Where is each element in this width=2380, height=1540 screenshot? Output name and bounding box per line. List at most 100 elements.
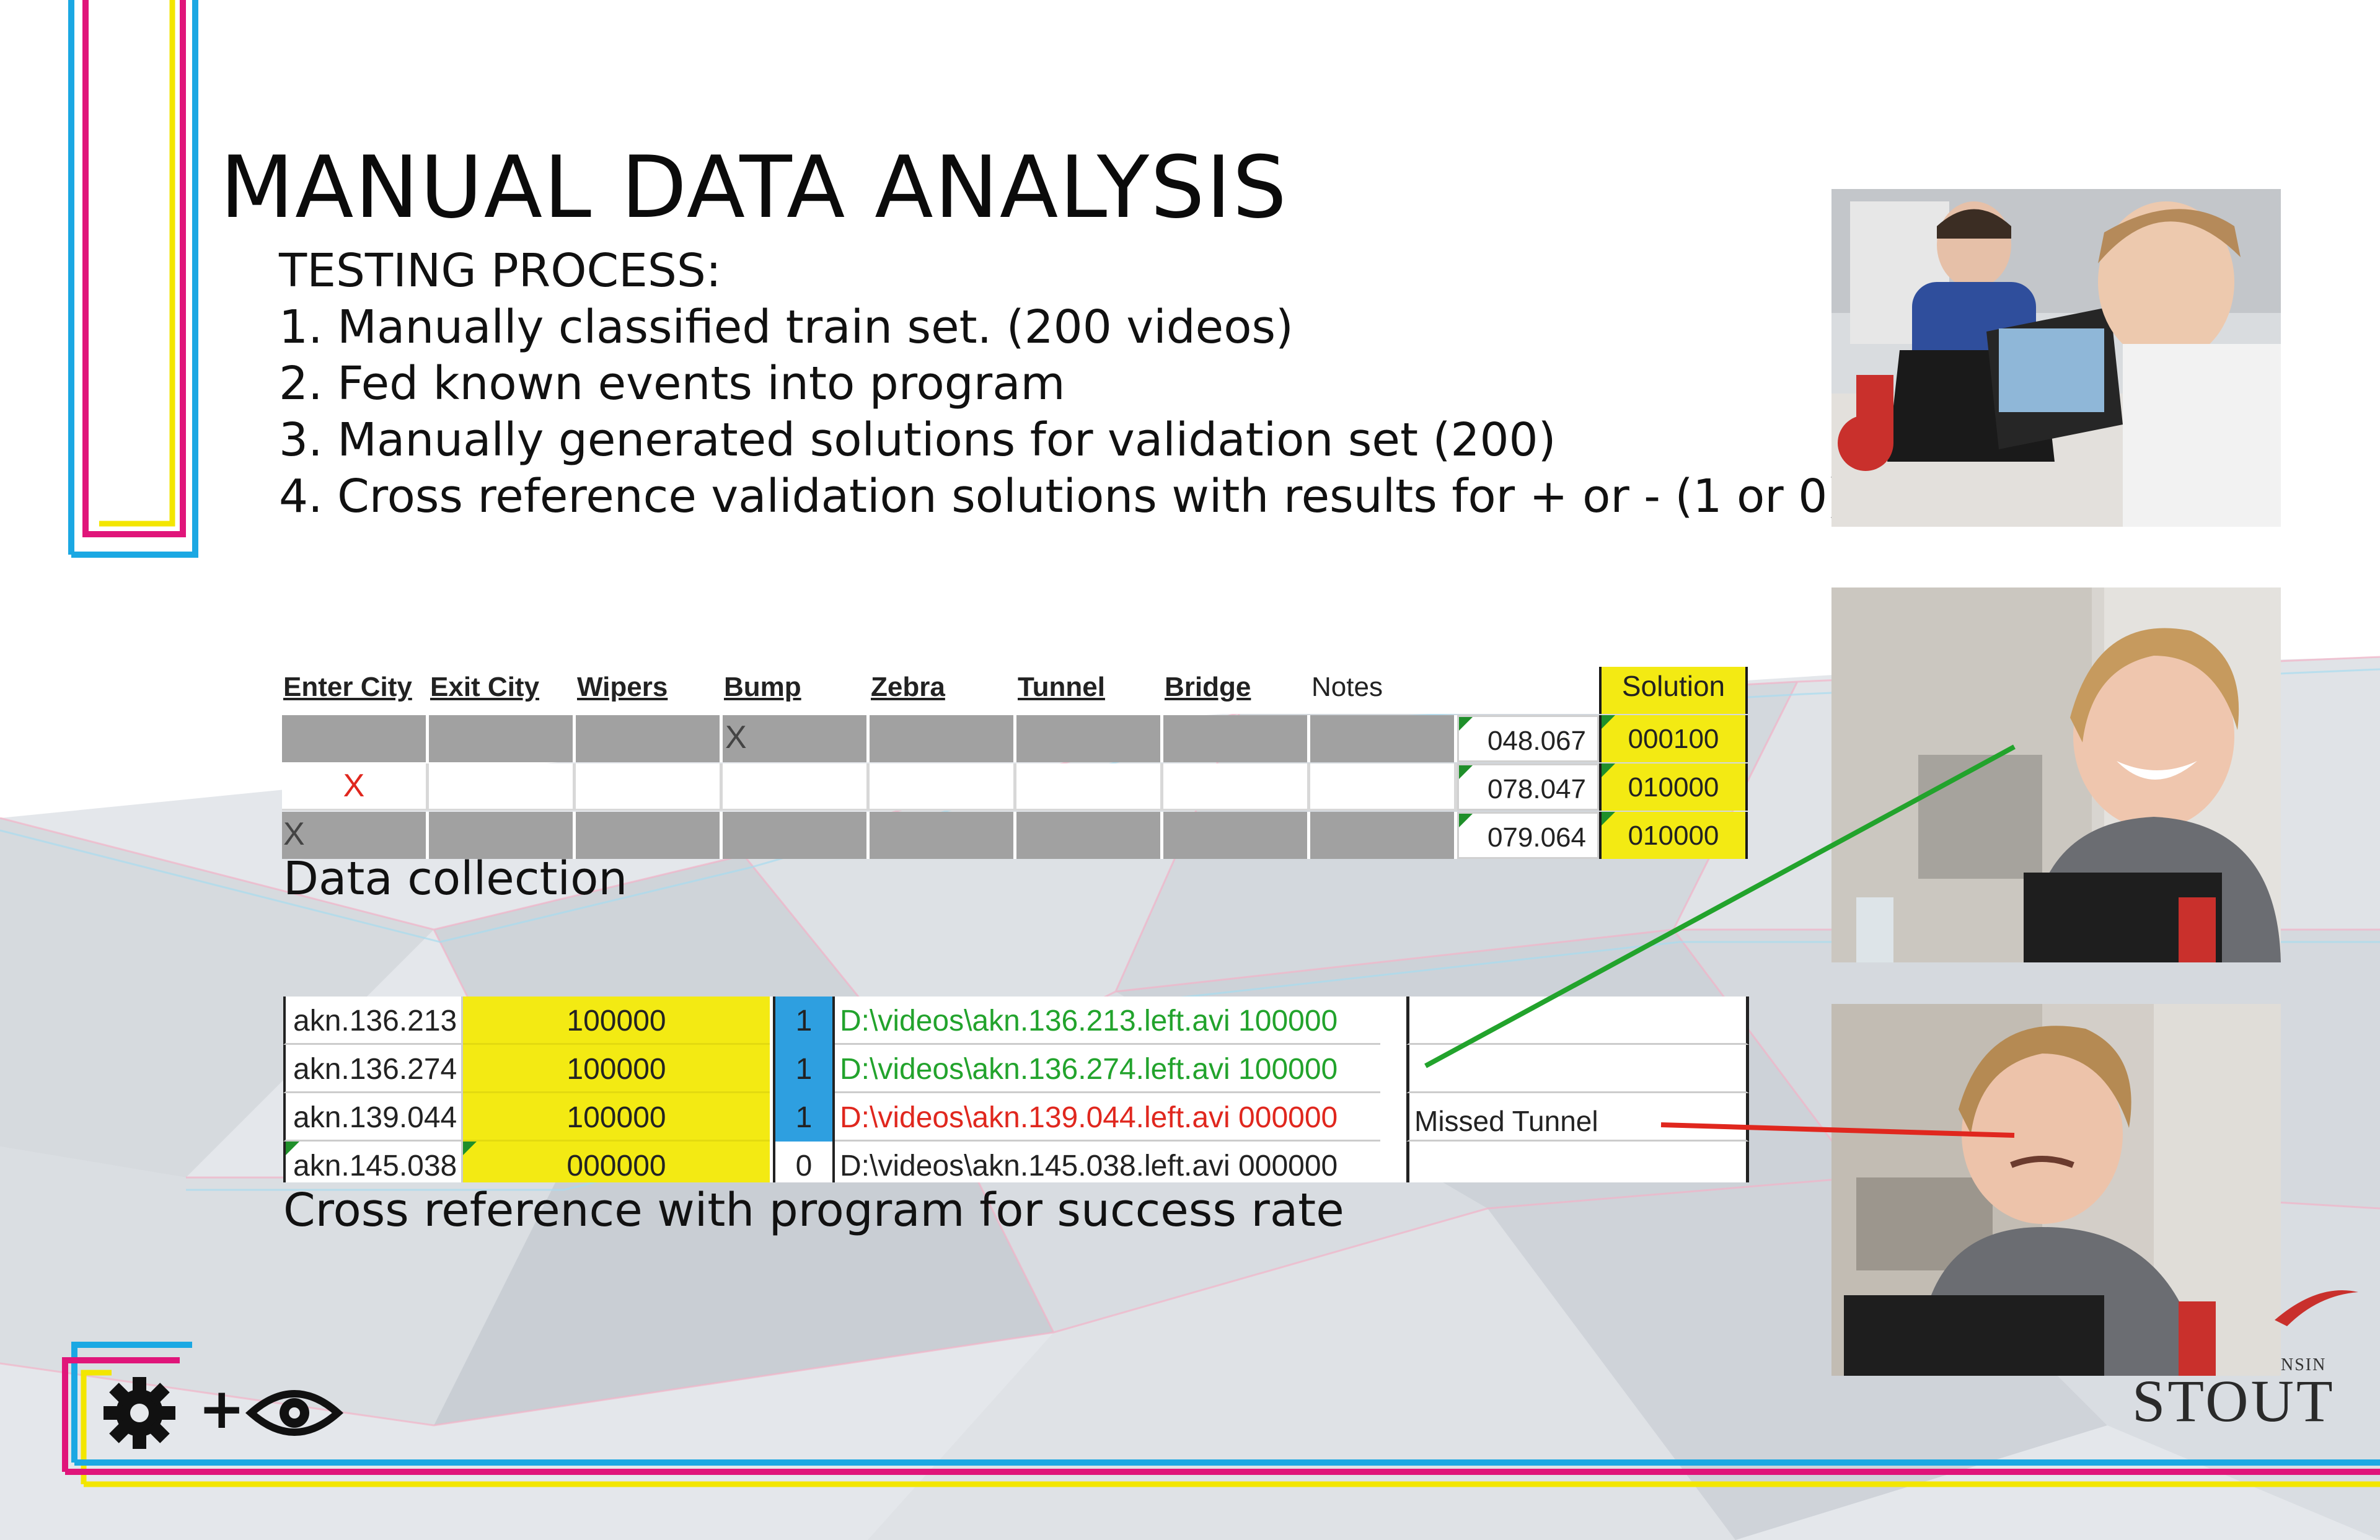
branding-stout: STOUT [2132, 1368, 2335, 1434]
cell-program-output: D:\videos\akn.145.038.left.avi 000000 [835, 1142, 1380, 1182]
gear-icon [104, 1377, 175, 1449]
cell-enter-city: X [282, 763, 429, 811]
cell-notes [1310, 715, 1457, 762]
cell-bump [723, 763, 870, 811]
cell-bridge [1163, 715, 1310, 762]
header-time [1457, 667, 1601, 714]
cell-wipers [576, 763, 723, 811]
process-step: 4. Cross reference validation solutions … [279, 470, 1846, 523]
table-row: akn.136.274 100000 1 D:\videos\akn.136.2… [283, 1045, 1749, 1093]
photo-grimacing-student [1831, 1004, 2281, 1376]
cross-reference-table: akn.136.213 100000 1 D:\videos\akn.136.2… [283, 997, 1749, 1182]
cell-notes [1310, 812, 1457, 859]
cell-video-id: akn.136.274 [283, 1045, 463, 1093]
cell-exit-city [429, 715, 576, 762]
data-collection-table: Enter City Exit City Wipers Bump Zebra T… [282, 667, 1748, 859]
table-row: akn.145.038 000000 0 D:\videos\akn.145.0… [283, 1142, 1749, 1182]
cell-solution: 000100 [1599, 715, 1748, 762]
success-connector-line [1424, 744, 2016, 1068]
cell-solution: 010000 [1599, 763, 1748, 811]
solution-value: 010000 [1628, 821, 1719, 851]
cell-exit-city [429, 812, 576, 859]
comment-marker [1602, 715, 1615, 729]
cell-time: 048.067 [1457, 715, 1599, 762]
header-wipers: Wipers [577, 672, 668, 702]
logo-plus: + [198, 1376, 245, 1441]
header-exit-city: Exit City [430, 672, 540, 702]
comment-marker [1459, 717, 1473, 731]
cell-time: 078.047 [1457, 763, 1599, 811]
cell-solution: 000000 [463, 1142, 770, 1182]
cell-program-output: D:\videos\akn.139.044.left.avi 000000 [835, 1093, 1380, 1142]
photo-smiling-student [1831, 587, 2281, 962]
process-step: 1. Manually classified train set. (200 v… [279, 301, 1294, 354]
comment-marker [1459, 765, 1473, 779]
comment-marker [1459, 814, 1473, 827]
testing-process: TESTING PROCESS: 1. Manually classified … [279, 243, 1846, 525]
cell-notes [1310, 763, 1457, 811]
cell-enter-city [282, 715, 429, 762]
time-value: 078.047 [1487, 774, 1586, 804]
cell-note: Missed Tunnel [1406, 1093, 1749, 1142]
cell-match: 1 [773, 997, 835, 1045]
cell-match: 0 [773, 1142, 835, 1182]
data-collection-caption: Data collection [283, 852, 628, 905]
left-bracket-decoration [68, 0, 198, 558]
cell-bridge [1163, 763, 1310, 811]
table-row: X 078.047 010000 [282, 763, 1748, 811]
cross-reference-caption: Cross reference with program for success… [283, 1184, 1344, 1237]
cell-note [1406, 1142, 1749, 1182]
cell-bump [723, 812, 870, 859]
cell-video-id: akn.136.213 [283, 997, 463, 1045]
table-row: akn.136.213 100000 1 D:\videos\akn.136.2… [283, 997, 1749, 1045]
header-solution: Solution [1599, 667, 1748, 714]
table-header-row: Enter City Exit City Wipers Bump Zebra T… [282, 667, 1748, 714]
cell-tunnel [1016, 715, 1163, 762]
bottom-lines-decoration [62, 1342, 2380, 1487]
cell-zebra [870, 763, 1016, 811]
comment-marker [286, 1142, 299, 1155]
header-bump: Bump [724, 672, 801, 702]
cell-solution: 010000 [1599, 812, 1748, 859]
cell-note [1406, 997, 1749, 1045]
cell-note [1406, 1045, 1749, 1093]
table-row: X 079.064 010000 [282, 812, 1748, 859]
cell-time: 079.064 [1457, 812, 1599, 859]
cell-solution: 100000 [463, 997, 770, 1045]
cell-zebra [870, 715, 1016, 762]
comment-marker [1602, 812, 1615, 825]
cell-wipers [576, 812, 723, 859]
cell-wipers [576, 715, 723, 762]
cell-video-id: akn.139.044 [283, 1093, 463, 1142]
process-step: 3. Manually generated solutions for vali… [279, 413, 1556, 467]
stout-swoosh-icon [2275, 1290, 2358, 1326]
table-row: X 048.067 000100 [282, 715, 1748, 762]
cell-video-id: akn.145.038 [283, 1142, 463, 1182]
fail-connector-line [1660, 1122, 2015, 1138]
eye-icon [245, 1390, 344, 1436]
solution-value: 010000 [1628, 772, 1719, 803]
cell-bump: X [723, 715, 870, 762]
cell-bridge [1163, 812, 1310, 859]
cell-tunnel [1016, 763, 1163, 811]
cell-zebra [870, 812, 1016, 859]
connector-lines [1424, 744, 2016, 1138]
page-title: MANUAL DATA ANALYSIS [220, 138, 1289, 238]
cell-solution: 100000 [463, 1045, 770, 1093]
cell-program-output: D:\videos\akn.136.274.left.avi 100000 [835, 1045, 1380, 1093]
comment-marker [463, 1142, 477, 1155]
cell-match: 1 [773, 1093, 835, 1142]
cell-exit-city [429, 763, 576, 811]
process-heading: TESTING PROCESS: [279, 244, 721, 297]
header-notes: Notes [1311, 672, 1383, 702]
cell-solution: 100000 [463, 1093, 770, 1142]
video-id-value: akn.145.038 [293, 1150, 457, 1182]
solution-value: 000100 [1628, 724, 1719, 754]
solution-value: 000000 [566, 1150, 666, 1182]
time-value: 048.067 [1487, 726, 1586, 756]
header-enter-city: Enter City [283, 672, 412, 702]
cell-enter-city: X [282, 812, 429, 859]
header-bridge: Bridge [1165, 672, 1251, 702]
time-value: 079.064 [1487, 822, 1586, 853]
photo-team-working [1831, 189, 2281, 527]
